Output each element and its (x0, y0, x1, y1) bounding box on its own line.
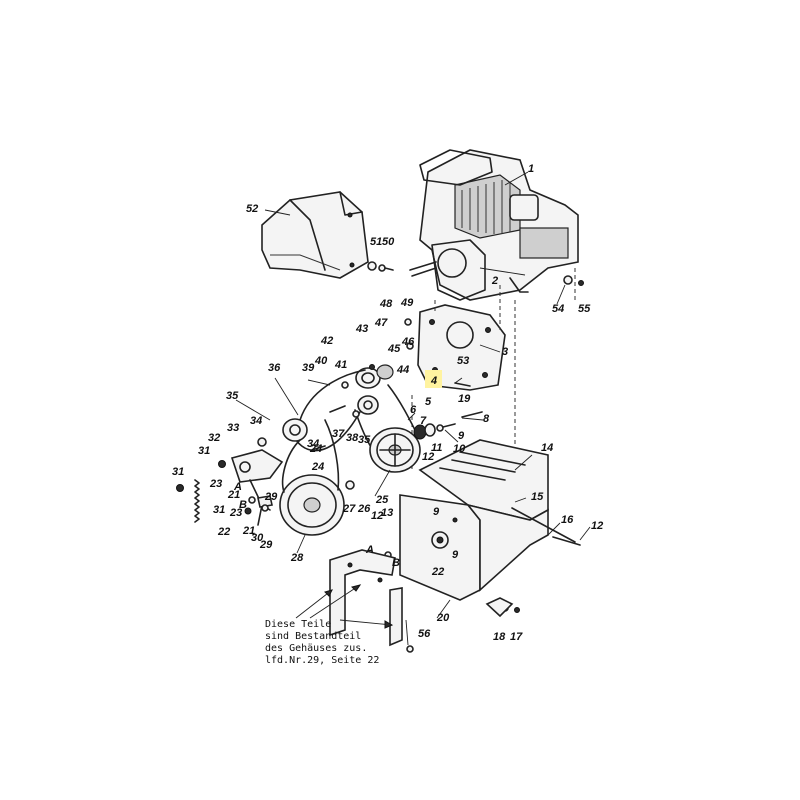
label-6: 6 (410, 404, 417, 416)
engine (409, 149, 579, 301)
label-24: 24 (311, 461, 324, 473)
label-33: 33 (227, 422, 239, 434)
side-brackets (329, 549, 403, 647)
label-42: 42 (320, 335, 333, 347)
note-arrows (295, 584, 394, 629)
bearing-set (413, 423, 456, 440)
label-45: 45 (387, 343, 401, 355)
label-3: 3 (502, 346, 508, 358)
label-8: 8 (483, 413, 490, 425)
label-46: 46 (401, 336, 415, 348)
label-31b: 31 (172, 466, 184, 478)
label-38: 38 (346, 432, 359, 444)
label-16: 16 (561, 514, 574, 526)
label-23b: 23 (229, 507, 242, 519)
label-43: 43 (355, 323, 368, 335)
label-40: 40 (314, 355, 328, 367)
label-37: 37 (332, 428, 345, 440)
label-52: 52 (246, 203, 258, 215)
label-20: 20 (436, 612, 450, 624)
label-21b: 21 (242, 525, 255, 537)
note-line-3: des Gehäuses zus. (265, 643, 368, 654)
shaft (511, 507, 576, 543)
note-line-4: lfd.Nr.29, Seite 22 (265, 655, 380, 666)
label-10: 10 (453, 443, 466, 455)
label-23: 23 (209, 478, 222, 490)
label-9c: 9 (452, 549, 459, 561)
housing (399, 439, 549, 601)
label-5: 5 (425, 396, 432, 408)
label-27: 27 (342, 503, 356, 515)
label-7: 7 (420, 415, 427, 427)
label-30: 30 (251, 532, 264, 544)
label-34: 34 (250, 415, 262, 427)
label-39: 39 (302, 362, 315, 374)
label-41: 41 (334, 359, 347, 371)
label-15: 15 (531, 491, 544, 503)
label-4: 4 (430, 375, 437, 387)
label-36: 36 (268, 362, 281, 374)
label-32: 32 (208, 432, 220, 444)
small-idler-pulley (282, 418, 308, 442)
label-26: 26 (357, 503, 371, 515)
label-B-left: B (239, 499, 247, 511)
label-35: 35 (226, 390, 239, 402)
part-labels: 1 2 3 4 5 6 7 8 9 9 9 10 11 12 12 12 13 … (172, 163, 603, 643)
tension-spring (194, 479, 200, 523)
belt-cover (261, 191, 369, 279)
label-B: B (392, 557, 400, 569)
label-21: 21 (227, 489, 240, 501)
label-11: 11 (431, 442, 442, 454)
label-12: 12 (422, 451, 434, 463)
highlight-callout (425, 370, 442, 388)
label-50: 50 (382, 236, 395, 248)
label-18: 18 (493, 631, 506, 643)
label-A-left: A (233, 481, 242, 493)
idler-bracket (230, 449, 284, 526)
label-51: 51 (370, 236, 382, 248)
label-17: 17 (510, 631, 523, 643)
label-49: 49 (400, 297, 414, 309)
label-1: 1 (528, 163, 534, 175)
label-28: 28 (290, 552, 304, 564)
large-pulley (279, 419, 345, 536)
note-line-1: Diese Teile (265, 619, 332, 630)
housing-note: Diese Teile sind Bestandteil des Gehäuse… (265, 619, 395, 667)
label-14: 14 (541, 442, 553, 454)
label-34b: 34 (307, 438, 319, 450)
label-22: 22 (217, 526, 230, 538)
label-35b: 35 (358, 434, 371, 446)
label-44: 44 (396, 364, 409, 376)
label-9b: 9 (433, 506, 440, 518)
label-31: 31 (198, 445, 210, 457)
label-55: 55 (578, 303, 591, 315)
label-29: 29 (264, 491, 278, 503)
bolts-50-51 (367, 261, 394, 272)
label-12b: 12 (591, 520, 603, 532)
auger-pulley (369, 427, 421, 473)
label-24b: 24 (309, 443, 322, 455)
label-48: 48 (379, 298, 393, 310)
label-25: 25 (375, 494, 389, 506)
label-19: 19 (458, 393, 471, 405)
label-47: 47 (374, 317, 388, 329)
bearing-bracket (485, 597, 514, 618)
leader-lines (235, 171, 591, 646)
label-9: 9 (458, 430, 465, 442)
label-2: 2 (491, 275, 498, 287)
label-31c: 31 (213, 504, 225, 516)
label-54: 54 (552, 303, 564, 315)
label-29b: 29 (259, 539, 273, 551)
label-A: A (365, 544, 374, 556)
label-13: 13 (381, 507, 393, 519)
engine-pulley (355, 364, 394, 415)
label-53: 53 (457, 355, 469, 367)
label-56: 56 (418, 628, 431, 640)
label-12c: 12 (371, 510, 383, 522)
label-22b: 22 (431, 566, 444, 578)
note-line-2: sind Bestandteil (265, 631, 362, 642)
